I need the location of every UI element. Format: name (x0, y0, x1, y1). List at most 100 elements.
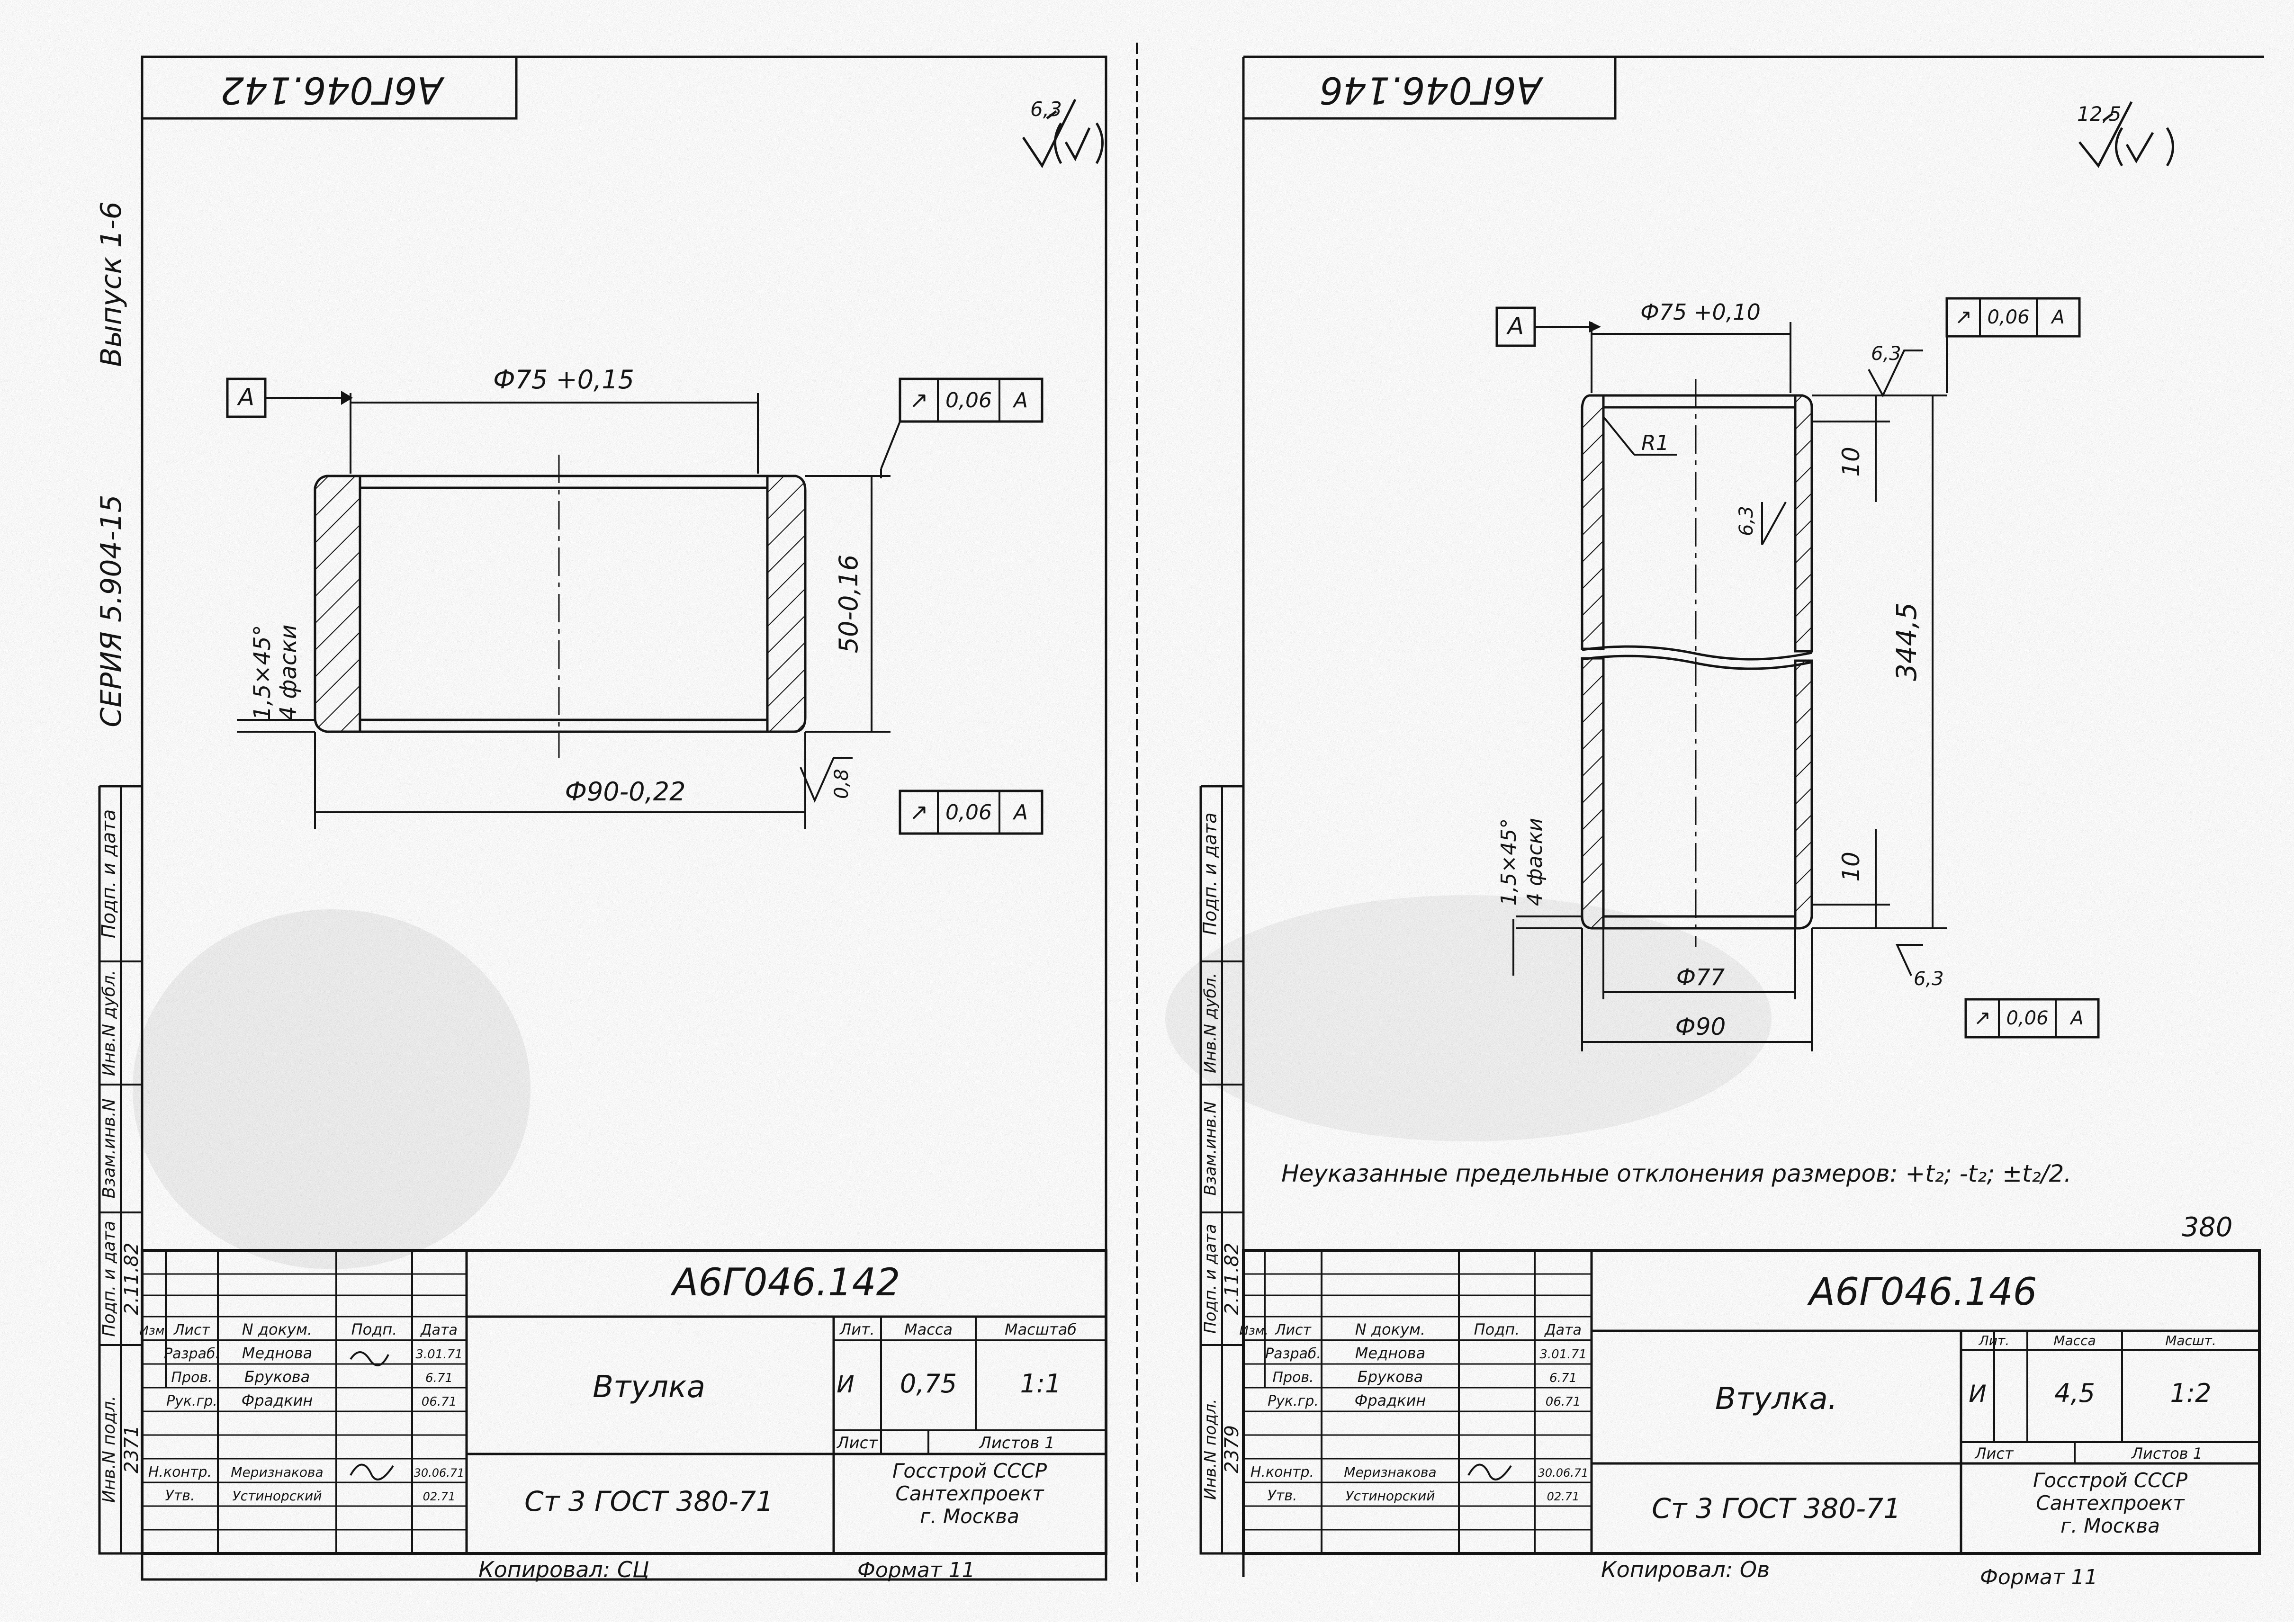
svg-text:2379: 2379 (1221, 1425, 1243, 1473)
svg-text:Дата: Дата (1544, 1322, 1582, 1338)
right-inner-diameter: Ф75 +0,10 (1640, 299, 1761, 325)
svg-text:0,06: 0,06 (1987, 306, 2029, 328)
left-title-block: Изм. Лист N докум. Подп. Дата Разраб. Ме… (139, 1249, 1107, 1555)
svg-text:Инв.N дубл.: Инв.N дубл. (99, 970, 119, 1076)
svg-text:30.06.71: 30.06.71 (414, 1466, 465, 1480)
left-format: Формат 11 (857, 1558, 975, 1582)
svg-text:Сантехпроект: Сантехпроект (2036, 1491, 2185, 1515)
svg-text:2.11.82: 2.11.82 (1221, 1243, 1243, 1315)
svg-text:А: А (2069, 1007, 2083, 1029)
left-tolerance-top: ↗ 0,06 А (880, 377, 1044, 478)
svg-text:Фрадкин: Фрадкин (242, 1391, 313, 1409)
svg-text:Инв.N дубл.: Инв.N дубл. (1201, 973, 1220, 1073)
right-tolerance-bottom: ↗ 0,06 А (1964, 998, 2100, 1039)
svg-text:3.01.71: 3.01.71 (415, 1347, 462, 1362)
svg-text:Лист: Лист (1275, 1322, 1312, 1338)
svg-text:Н.контр.: Н.контр. (148, 1464, 212, 1480)
svg-text:г. Москва: г. Москва (920, 1505, 1019, 1528)
right-finish-top: 6,3 (1871, 343, 1901, 365)
svg-text:0,06: 0,06 (945, 800, 992, 825)
tolerance-note: Неуказанные предельные отклонения размер… (1281, 1160, 2071, 1187)
right-chamfer-size: 1,5×45° (1497, 818, 1521, 906)
right-top-stamp: А6Г046.146 (1320, 69, 1544, 111)
svg-text:А: А (1506, 313, 1524, 340)
svg-text:6,3: 6,3 (1030, 98, 1062, 121)
left-sheet: А6Г046.142 6,3 Выпуск 1-6 СЕРИЯ 5.904-15… (95, 55, 1107, 1582)
svg-text:Взам.инв.N: Взам.инв.N (99, 1098, 119, 1198)
svg-text:Подп. и дата: Подп. и дата (99, 1220, 119, 1337)
right-roughness-symbol: 12,5 (2077, 101, 2174, 168)
svg-text:0,06: 0,06 (945, 388, 992, 413)
svg-text:Подп. и дата: Подп. и дата (98, 809, 120, 938)
svg-text:А: А (1012, 388, 1028, 413)
right-part-name: Втулка. (1715, 1382, 1837, 1417)
svg-text:Подп.: Подп. (1474, 1320, 1520, 1338)
svg-text:1:1: 1:1 (1020, 1369, 1062, 1399)
svg-text:Лит.: Лит. (839, 1320, 875, 1338)
svg-text:Лит.: Лит. (1979, 1333, 2009, 1348)
svg-text:Рук.гр.: Рук.гр. (1268, 1393, 1319, 1409)
svg-text:↗: ↗ (909, 799, 928, 825)
svg-text:06.71: 06.71 (1546, 1395, 1581, 1409)
left-chamfer-note: 4 фаски (275, 625, 302, 721)
right-finish-inner: 6,3 (1736, 506, 1757, 536)
left-copied: Копировал: СЦ (478, 1557, 649, 1582)
right-finish-bottom: 6,3 (1914, 968, 1944, 990)
svg-text:3.01.71: 3.01.71 (1539, 1347, 1586, 1362)
svg-text:Фрадкин: Фрадкин (1355, 1391, 1426, 1409)
svg-text:↗: ↗ (1955, 305, 1972, 329)
svg-text:г. Москва: г. Москва (2060, 1514, 2160, 1537)
svg-text:А: А (1012, 800, 1028, 825)
svg-text:2.11.82: 2.11.82 (121, 1243, 143, 1315)
svg-text:Разраб.: Разраб. (164, 1346, 220, 1362)
svg-text:Рук.гр.: Рук.гр. (166, 1393, 217, 1409)
left-part-name: Втулка (593, 1370, 705, 1405)
right-chamfer-note: 4 фаски (1523, 818, 1547, 906)
page-number: 380 (2182, 1212, 2233, 1243)
svg-text:Госстрой СССР: Госстрой СССР (2033, 1469, 2188, 1492)
svg-text:Инв.N подл.: Инв.N подл. (99, 1396, 119, 1503)
issue-label: Выпуск 1-6 (95, 201, 128, 367)
svg-text:Масса: Масса (904, 1320, 953, 1338)
right-title-block: Изм. Лист N докум. Подп. Дата Разраб. Ме… (1239, 1249, 2261, 1555)
svg-text:1:2: 1:2 (2170, 1378, 2212, 1408)
svg-text:Меднова: Меднова (242, 1344, 312, 1362)
svg-text:А: А (237, 384, 254, 411)
right-material: Ст 3 ГОСТ 380-71 (1652, 1492, 1901, 1525)
svg-text:Меризнакова: Меризнакова (1344, 1464, 1436, 1480)
right-copied: Копировал: Ов (1601, 1557, 1770, 1582)
left-roughness-symbol: 6,3 (1022, 98, 1104, 168)
right-length-dim: 344,5 (1890, 602, 1923, 681)
svg-text:N докум.: N докум. (1355, 1320, 1425, 1338)
left-top-stamp: А6Г046.142 (221, 69, 445, 111)
right-outer-diameter: Ф90 (1675, 1013, 1726, 1041)
left-bushing-section (314, 455, 807, 758)
svg-text:Листов 1: Листов 1 (2131, 1445, 2203, 1462)
svg-text:Дата: Дата (420, 1322, 458, 1338)
svg-text:Пров.: Пров. (171, 1369, 212, 1386)
svg-text:↗: ↗ (1974, 1006, 1991, 1030)
right-doc-number: А6Г046.146 (1807, 1270, 2037, 1314)
svg-text:Утв.: Утв. (1268, 1488, 1297, 1504)
svg-text:Подп. и дата: Подп. и дата (1200, 813, 1221, 935)
right-side-stamp: Подп. и дата Инв.N дубл. Взам.инв.N Подп… (1199, 785, 1243, 1555)
svg-text:4,5: 4,5 (2054, 1378, 2095, 1408)
svg-text:Подп. и дата: Подп. и дата (1201, 1224, 1220, 1334)
left-inner-diameter: Ф75 +0,15 (493, 365, 634, 395)
svg-text:И: И (837, 1371, 854, 1398)
svg-text:02.71: 02.71 (423, 1490, 456, 1503)
svg-text:Изм.: Изм. (1239, 1324, 1268, 1338)
svg-text:6.71: 6.71 (1549, 1371, 1577, 1385)
left-height-dim: 50-0,16 (834, 555, 864, 653)
svg-text:2371: 2371 (121, 1425, 143, 1473)
svg-text:02.71: 02.71 (1547, 1490, 1580, 1503)
right-tube-section (1581, 379, 1813, 947)
svg-text:Госстрой СССР: Госстрой СССР (892, 1459, 1047, 1482)
svg-text:Меднова: Меднова (1355, 1344, 1425, 1362)
svg-text:Н.контр.: Н.контр. (1250, 1464, 1314, 1480)
svg-text:Меризнакова: Меризнакова (231, 1464, 323, 1480)
svg-text:Взам.инв.N: Взам.инв.N (1201, 1101, 1220, 1195)
svg-text:30.06.71: 30.06.71 (1538, 1466, 1589, 1480)
right-sheet: А6Г046.146 12,5 А Ф75 +0,10 ↗ 0,06 А (1199, 55, 2264, 1589)
